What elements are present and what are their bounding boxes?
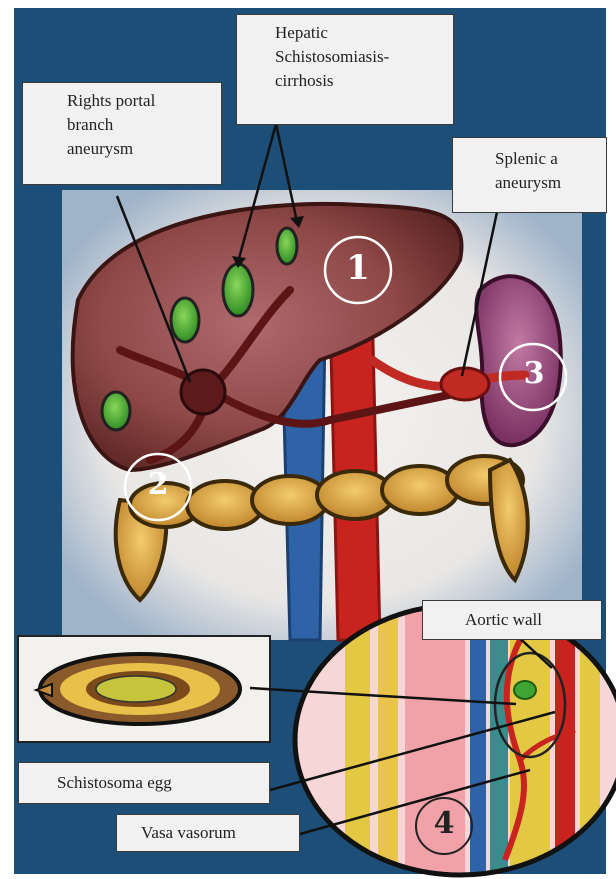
label-line: aneurysm	[67, 137, 211, 161]
marker-3: 3	[516, 356, 552, 391]
label-line: Hepatic	[275, 21, 443, 45]
label-line: Aortic wall	[465, 608, 591, 632]
hepatic-cirrhosis-label: Hepatic Schistosomiasis- cirrhosis	[236, 14, 454, 125]
portal-aneurysm-label: Rights portal branch aneurysm	[22, 82, 222, 185]
hepatic-nodule	[102, 392, 130, 430]
marker-2: 2	[140, 467, 176, 502]
miracidium	[96, 676, 176, 702]
label-line: aneurysm	[495, 171, 596, 195]
hepatic-nodule	[223, 264, 253, 316]
marker-1: 1	[340, 248, 376, 288]
label-line: Rights portal	[67, 89, 211, 113]
splenic-aneurysm	[441, 368, 489, 400]
aortic-wall-label: Aortic wall	[422, 600, 602, 640]
label-line: branch	[67, 113, 211, 137]
hepatic-nodule	[171, 298, 199, 342]
schistosoma-egg-label: Schistosoma egg	[18, 762, 270, 804]
hepatic-nodule	[277, 228, 297, 264]
label-line: cirrhosis	[275, 69, 443, 93]
splenic-aneurysm-label: Splenic a aneurysm	[452, 137, 607, 213]
marker-4: 4	[426, 806, 462, 841]
label-line: Splenic a	[495, 147, 596, 171]
vasa-vasorum-label: Vasa vasorum	[116, 814, 300, 852]
label-line: Schistosoma egg	[57, 771, 259, 795]
label-line: Vasa vasorum	[141, 821, 289, 845]
label-line: Schistosomiasis-	[275, 45, 443, 69]
